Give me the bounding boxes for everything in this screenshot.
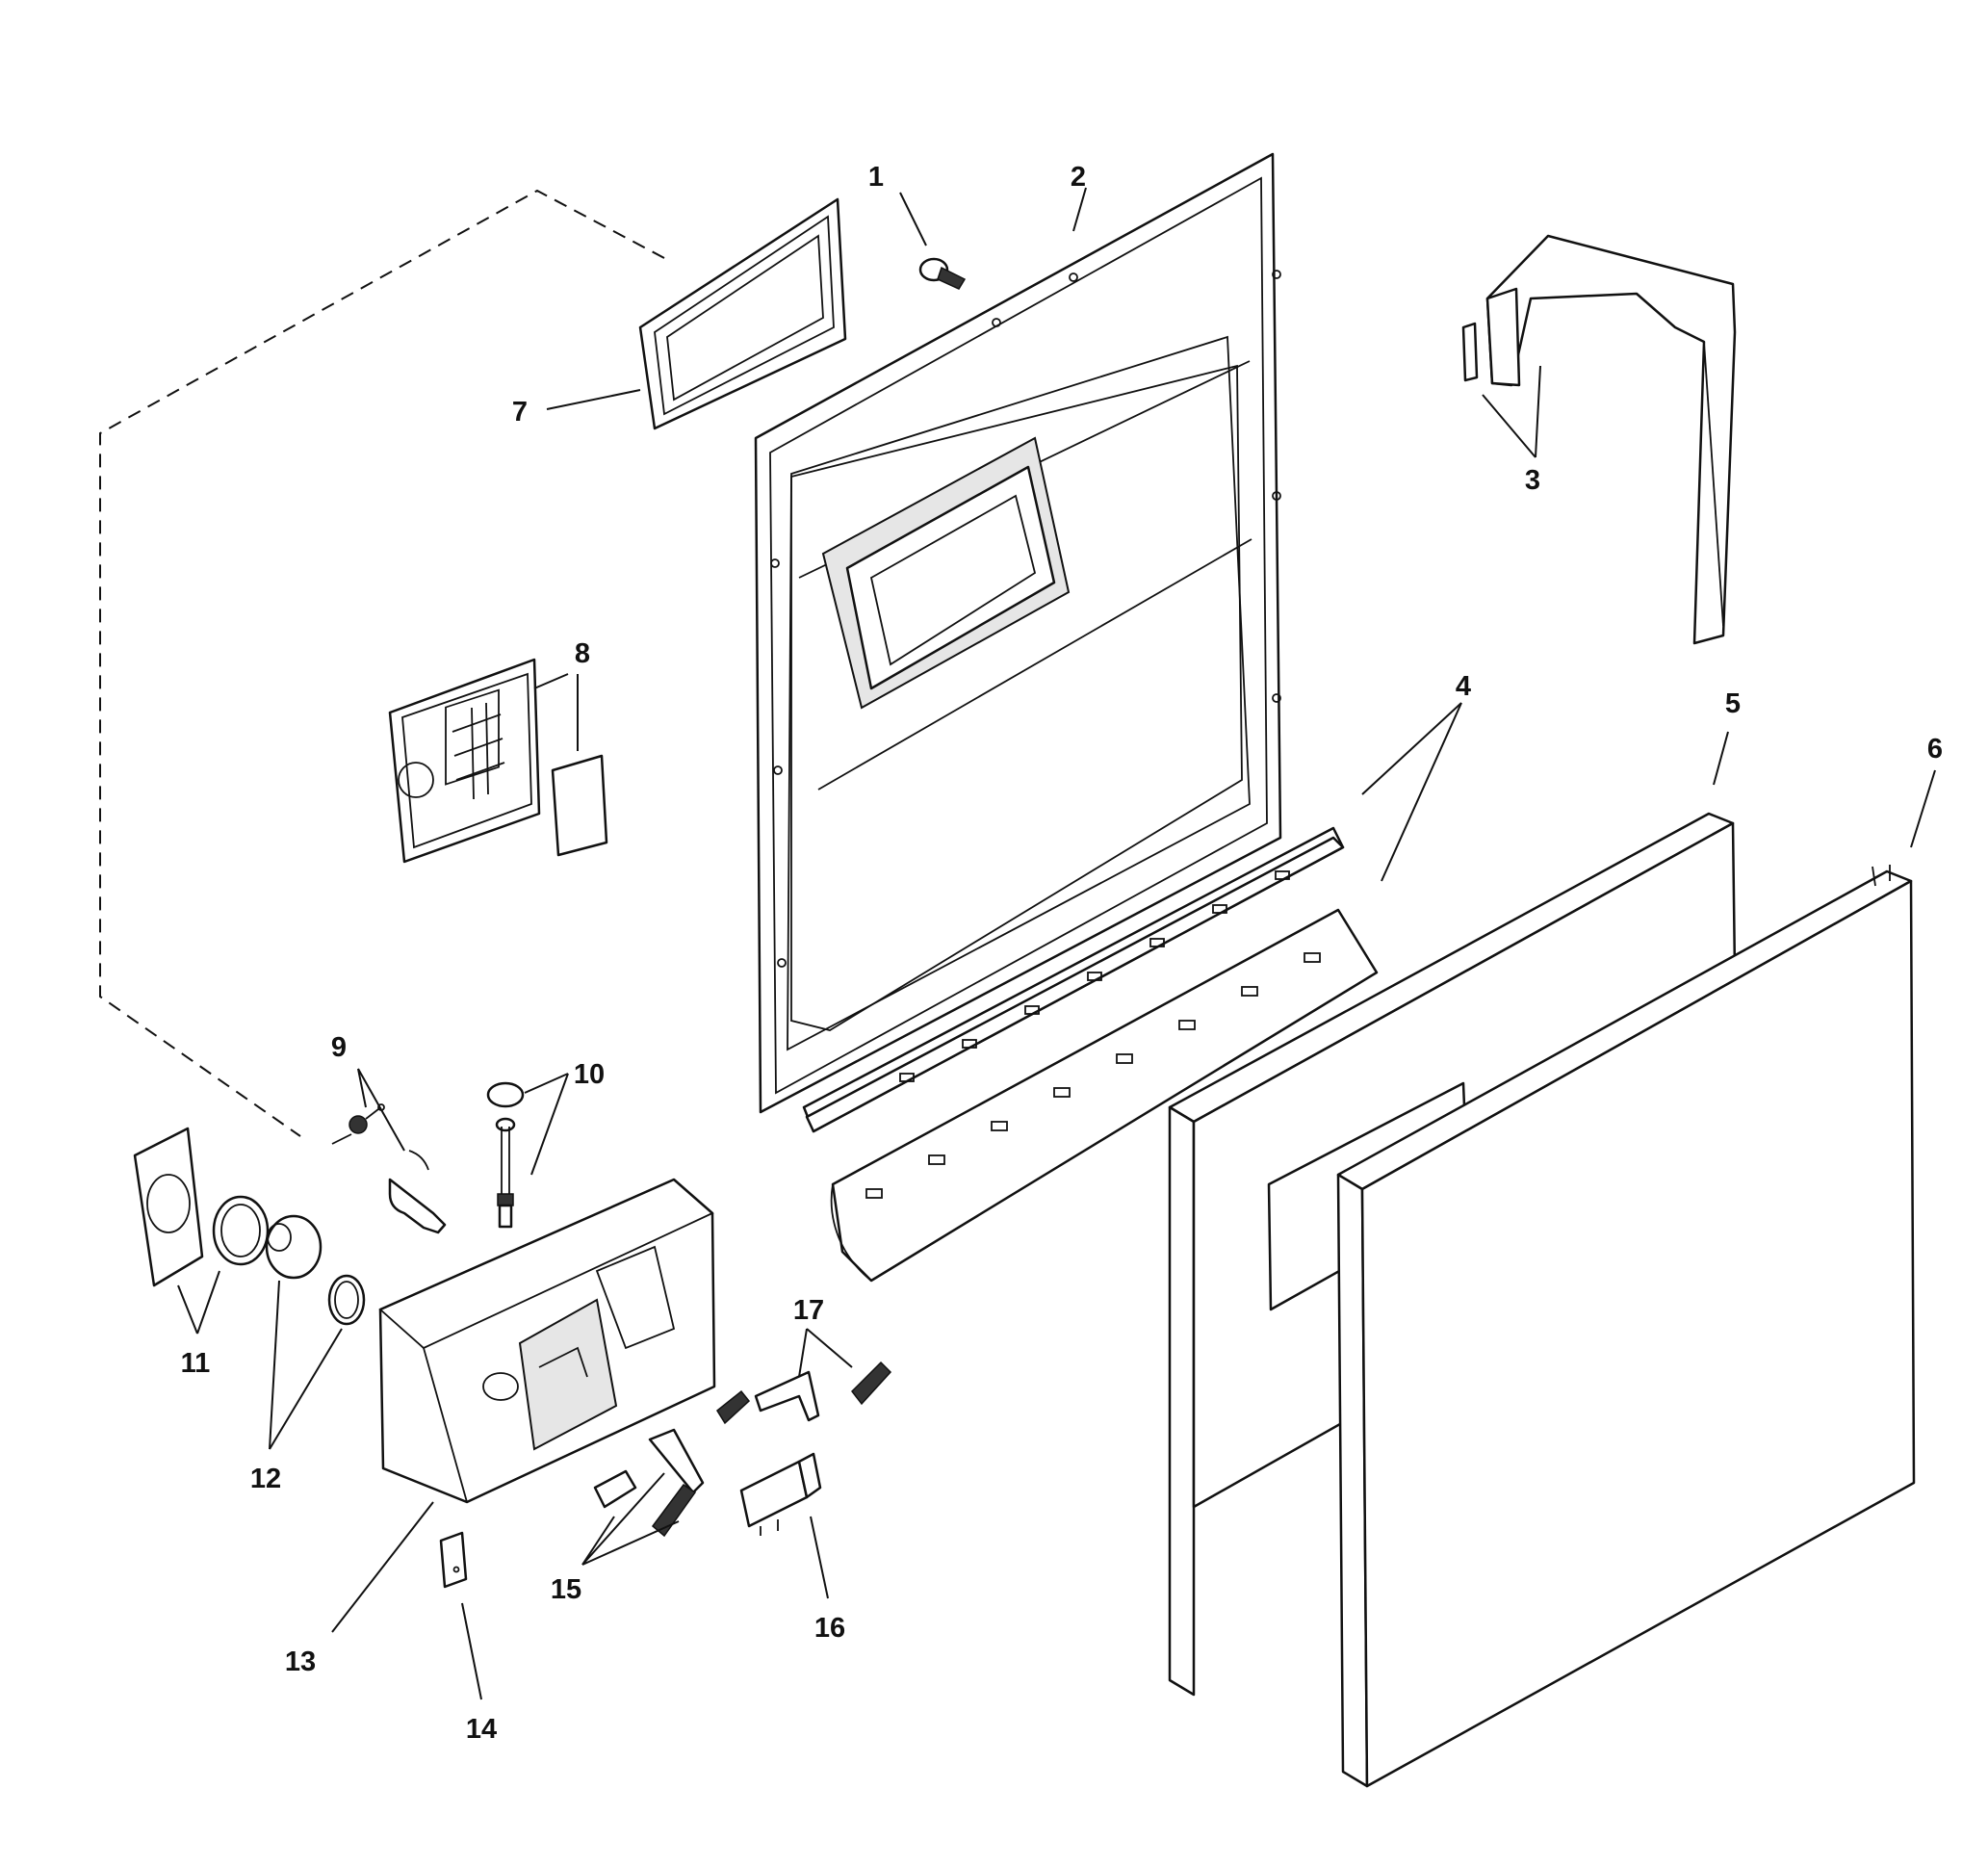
callout-label-15: 15 [551,1574,581,1605]
callout-label-17: 17 [793,1295,824,1326]
part-latch-lever [754,1361,892,1422]
callout-label-9: 9 [331,1032,347,1063]
part-latch-components [593,1389,751,1538]
callout-label-7: 7 [512,397,528,428]
part-plunger-knob [486,1081,525,1229]
part-side-trim-bracket [1461,234,1737,645]
callout-label-8: 8 [575,638,590,669]
callout-label-11: 11 [181,1348,211,1379]
callout-labels: 1 2 3 4 5 6 7 8 9 10 11 12 13 14 15 16 1… [181,162,1943,1745]
callout-label-14: 14 [466,1714,497,1745]
callout-label-4: 4 [1456,671,1471,702]
callout-label-1: 1 [868,162,884,193]
callout-label-12: 12 [250,1464,281,1494]
part-front-panel [1336,865,1916,1788]
part-inner-door-panel [754,152,1282,1114]
callout-label-10: 10 [574,1059,605,1090]
callout-label-2: 2 [1071,162,1086,193]
part-screw [918,257,967,290]
part-gasket-frame [638,197,847,430]
callout-label-5: 5 [1725,688,1741,719]
part-bottom-trim [802,826,1379,1283]
callout-label-16: 16 [814,1613,845,1644]
callout-label-3: 3 [1525,465,1540,496]
dashed-assembly-outline [99,189,665,1137]
callout-label-13: 13 [285,1647,316,1677]
part-vent-grille [388,658,608,864]
part-dispenser-body [378,1178,716,1504]
part-bezel [133,1127,204,1287]
part-spring-lever [331,1103,447,1234]
part-plate [439,1531,468,1589]
part-rings [212,1195,366,1326]
leader-lines [177,187,1936,1700]
part-microswitch [739,1452,822,1536]
callout-label-6: 6 [1927,734,1943,765]
